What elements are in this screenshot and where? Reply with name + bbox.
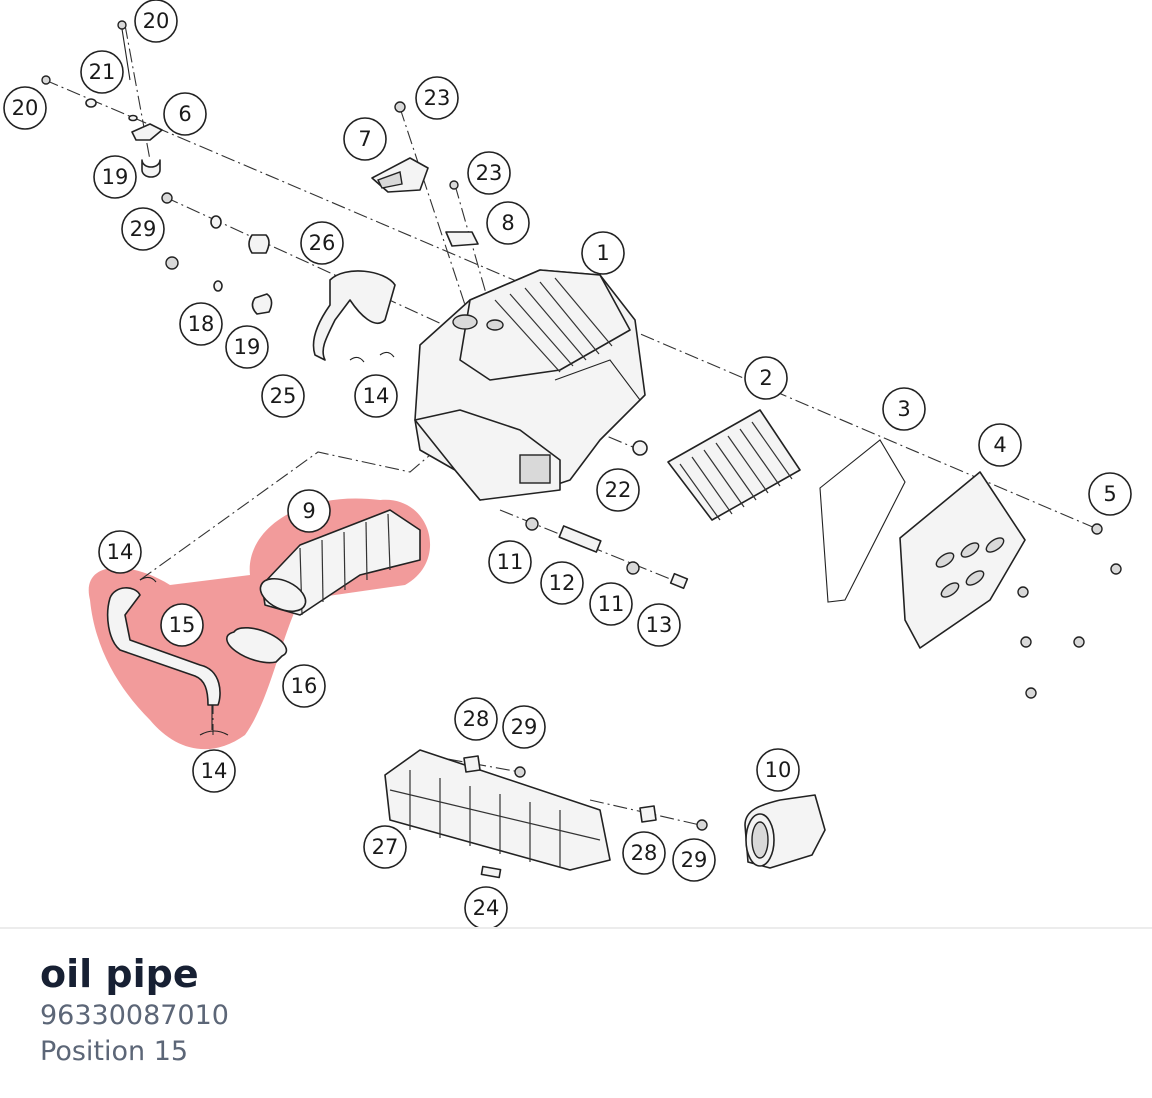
svg-text:3: 3 (897, 397, 910, 421)
svg-text:18: 18 (188, 312, 215, 336)
callout-28[interactable]: 16 (282, 664, 326, 708)
callout-16[interactable]: 2 (744, 356, 788, 400)
callout-31[interactable]: 29 (502, 705, 546, 749)
hose-26 (312, 270, 396, 363)
callout-17[interactable]: 3 (882, 387, 926, 431)
callout-34[interactable]: 28 (622, 831, 666, 875)
svg-text:28: 28 (631, 841, 658, 865)
callout-8[interactable]: 23 (467, 151, 511, 195)
callout-26[interactable]: 14 (98, 530, 142, 574)
callout-23[interactable]: 12 (540, 561, 584, 605)
diagram-canvas: 20 21 20 6 19 29 7 23 23 8 1 26 18 19 25… (3, 0, 1132, 927)
part-position: Position 15 (40, 1036, 189, 1067)
hose-clamp (226, 626, 288, 664)
callout-29[interactable]: 14 (192, 749, 236, 793)
part-info-panel: oil pipe 96330087010 Position 15 (40, 950, 229, 1070)
snorkel-duct (384, 749, 708, 879)
svg-text:5: 5 (1103, 482, 1116, 506)
part-number: 96330087010 (40, 1000, 229, 1031)
svg-text:10: 10 (765, 758, 792, 782)
svg-text:14: 14 (201, 759, 228, 783)
callout-22[interactable]: 11 (488, 540, 532, 584)
svg-text:29: 29 (130, 217, 157, 241)
callout-4[interactable]: 19 (93, 155, 137, 199)
callout-2[interactable]: 20 (3, 86, 47, 130)
part-title: oil pipe (40, 952, 199, 996)
callout-21[interactable]: 22 (596, 468, 640, 512)
section-divider (0, 927, 1152, 929)
svg-text:16: 16 (291, 674, 318, 698)
callout-13[interactable]: 19 (225, 325, 269, 369)
callout-layer: 20 21 20 6 19 29 7 23 23 8 1 26 18 19 25… (3, 0, 1132, 927)
svg-text:28: 28 (463, 707, 490, 731)
callout-5[interactable]: 29 (121, 207, 165, 251)
intake-duct (259, 509, 421, 616)
svg-text:12: 12 (549, 571, 576, 595)
callout-35[interactable]: 29 (672, 838, 716, 882)
callout-33[interactable]: 27 (363, 825, 407, 869)
svg-text:1: 1 (596, 241, 609, 265)
callout-12[interactable]: 18 (179, 302, 223, 346)
mounting-rod (525, 517, 689, 590)
svg-text:22: 22 (605, 478, 632, 502)
svg-text:29: 29 (681, 848, 708, 872)
callout-19[interactable]: 5 (1088, 472, 1132, 516)
callout-30[interactable]: 28 (454, 697, 498, 741)
svg-text:13: 13 (646, 613, 673, 637)
airbox-housing (414, 269, 648, 501)
svg-text:7: 7 (358, 127, 371, 151)
svg-text:23: 23 (476, 161, 503, 185)
callout-10[interactable]: 1 (581, 231, 625, 275)
svg-text:6: 6 (178, 102, 191, 126)
oil-pipe (106, 576, 229, 736)
callout-15[interactable]: 14 (354, 374, 398, 418)
sensor-bracket (371, 101, 479, 247)
callout-24[interactable]: 11 (589, 582, 633, 626)
callout-20[interactable]: 9 (287, 489, 331, 533)
intake-boot (744, 794, 826, 869)
svg-text:19: 19 (102, 165, 129, 189)
callout-0[interactable]: 20 (134, 0, 178, 43)
callout-27[interactable]: 15 (160, 603, 204, 647)
callout-25[interactable]: 13 (637, 603, 681, 647)
svg-text:24: 24 (473, 896, 500, 920)
callout-36[interactable]: 24 (464, 886, 508, 927)
svg-text:20: 20 (143, 9, 170, 33)
svg-text:20: 20 (12, 96, 39, 120)
callout-11[interactable]: 26 (300, 221, 344, 265)
callout-7[interactable]: 23 (415, 76, 459, 120)
callout-18[interactable]: 4 (978, 423, 1022, 467)
svg-text:4: 4 (993, 433, 1006, 457)
cover-screws (1017, 523, 1122, 699)
svg-text:26: 26 (309, 231, 336, 255)
svg-text:21: 21 (89, 60, 116, 84)
svg-text:9: 9 (302, 499, 315, 523)
svg-text:11: 11 (497, 550, 524, 574)
svg-text:25: 25 (270, 384, 297, 408)
svg-text:14: 14 (363, 384, 390, 408)
svg-text:15: 15 (169, 613, 196, 637)
callout-9[interactable]: 8 (486, 201, 530, 245)
hardware-top-left (41, 20, 273, 315)
svg-text:2: 2 (759, 366, 772, 390)
gasket-seal (819, 439, 906, 603)
svg-text:8: 8 (501, 211, 514, 235)
callout-1[interactable]: 21 (80, 50, 124, 94)
svg-text:27: 27 (372, 835, 399, 859)
filter-element (667, 409, 801, 521)
airbox-cover (899, 471, 1026, 649)
exploded-parts-diagram: 20 21 20 6 19 29 7 23 23 8 1 26 18 19 25… (3, 0, 1132, 927)
svg-text:11: 11 (598, 592, 625, 616)
svg-text:23: 23 (424, 86, 451, 110)
callout-14[interactable]: 25 (261, 374, 305, 418)
svg-text:14: 14 (107, 540, 134, 564)
callout-32[interactable]: 10 (756, 748, 800, 792)
callout-3[interactable]: 6 (163, 92, 207, 136)
svg-text:19: 19 (234, 335, 261, 359)
callout-6[interactable]: 7 (343, 117, 387, 161)
svg-text:29: 29 (511, 715, 538, 739)
